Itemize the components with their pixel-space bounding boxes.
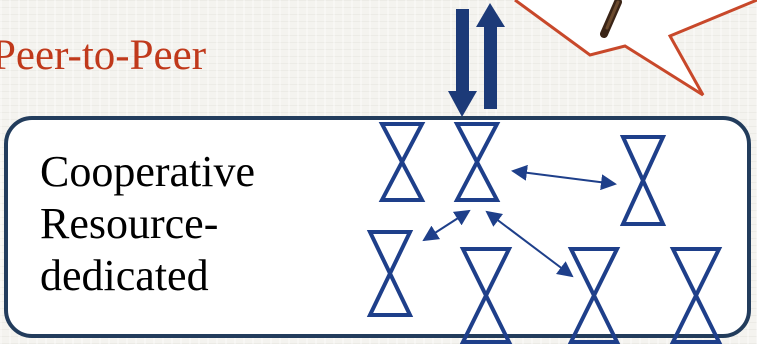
arrow-down-icon <box>448 9 477 117</box>
slide-title: Peer-to-Peer <box>0 32 207 79</box>
description-line-cooperative: Cooperative <box>40 147 256 196</box>
arrow-up-icon <box>476 3 505 109</box>
description-line-resource: Resource- <box>40 199 219 248</box>
pen-icon <box>600 0 622 38</box>
description-line-dedicated: dedicated <box>40 251 209 300</box>
speech-callout <box>514 0 757 97</box>
